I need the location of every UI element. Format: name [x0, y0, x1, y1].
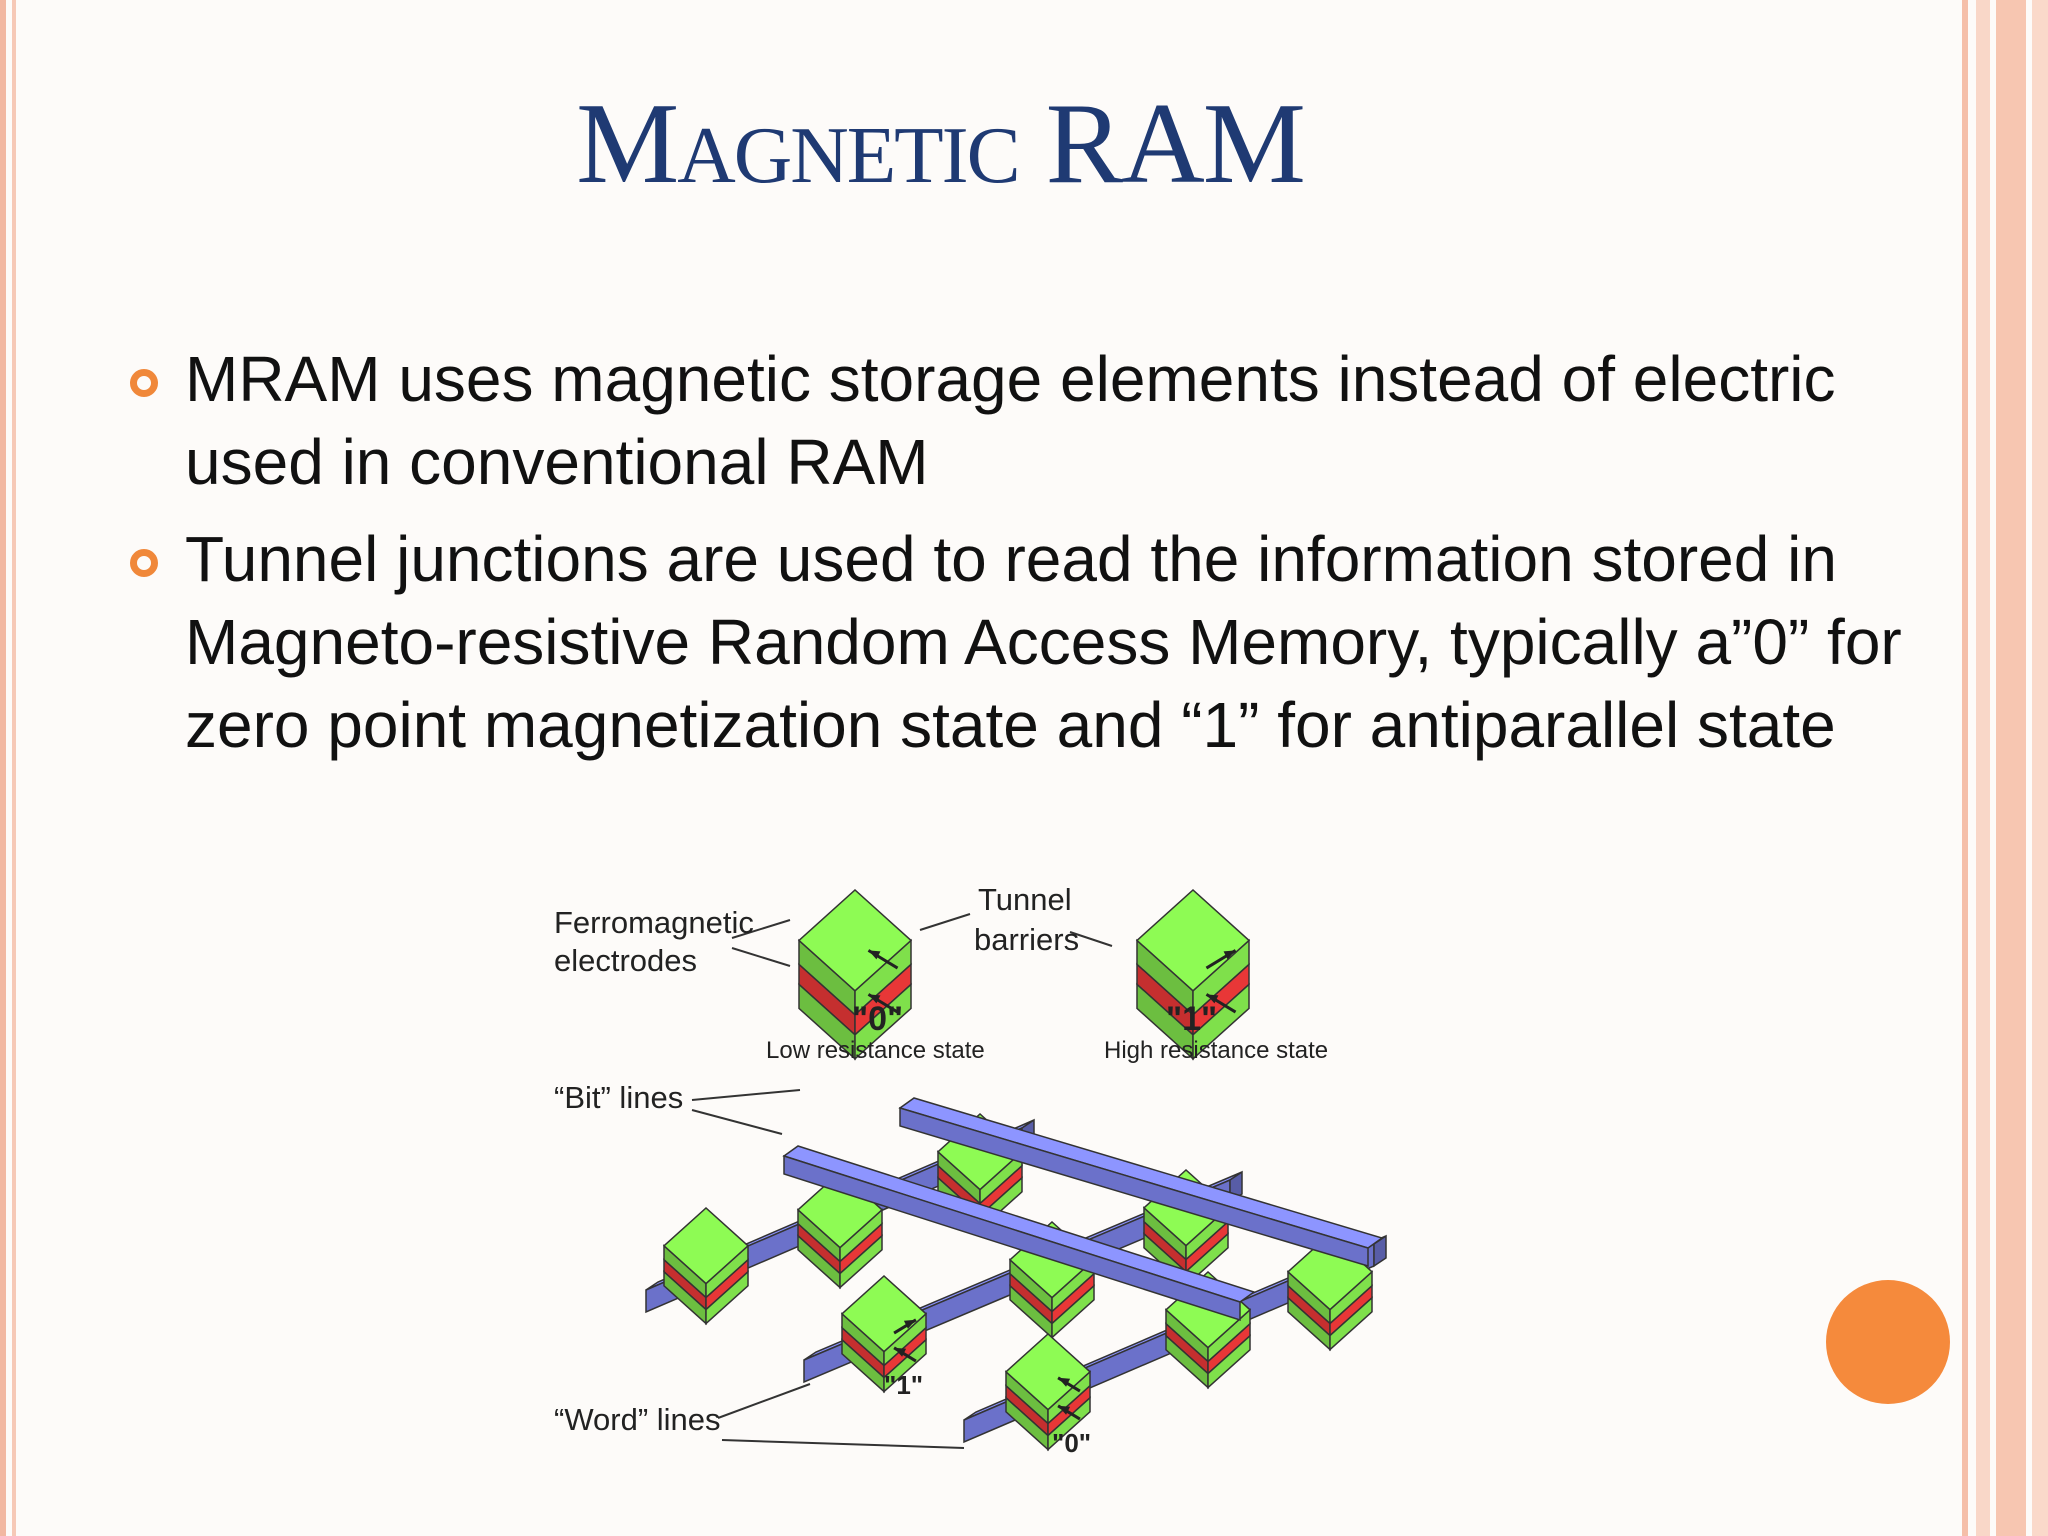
bullet-text: MRAM uses magnetic storage elements inst… [185, 343, 1836, 498]
bit-lines-label: “Bit” lines [554, 1080, 683, 1115]
frame-stripe-right-2 [1976, 0, 1990, 1536]
leader-line [717, 1383, 811, 1419]
memory-cell [1286, 1232, 1374, 1352]
leader-line [721, 1439, 965, 1449]
bit-line [898, 1097, 1384, 1268]
memory-cell [1004, 1332, 1092, 1452]
tunnel-label-line1: Tunnel [978, 882, 1072, 917]
leader-line [691, 1089, 801, 1101]
bullet-item: Tunnel junctions are used to read the in… [130, 518, 1910, 767]
cell-state-0 [797, 888, 913, 1061]
leader-line [691, 1109, 783, 1135]
state-1-label: "1" [1166, 1000, 1217, 1038]
slide-title: Magnetic RAM [576, 80, 1306, 208]
cell-state-1 [1135, 888, 1251, 1061]
leader-line [919, 913, 971, 931]
tunnel-label-line2: barriers [974, 922, 1079, 957]
frame-stripe-right-3 [1996, 0, 2026, 1536]
frame-stripe-right-1 [1962, 0, 1968, 1536]
state-1-desc: High resistance state [1104, 1037, 1328, 1064]
leader-line [731, 919, 791, 939]
memory-cell [840, 1274, 928, 1394]
bullet-ring-icon [130, 369, 158, 397]
ferromagnetic-label-line2: electrodes [554, 943, 697, 978]
bullet-text: Tunnel junctions are used to read the in… [185, 523, 1902, 761]
decorative-circle [1826, 1280, 1950, 1404]
bullet-item: MRAM uses magnetic storage elements inst… [130, 338, 1910, 504]
memory-cell [662, 1206, 750, 1326]
bullet-list: MRAM uses magnetic storage elements inst… [130, 338, 1910, 781]
ferromagnetic-label-line1: Ferromagnetic [554, 905, 754, 940]
grid-1-label: "1" [884, 1370, 923, 1400]
grid-0-label: "0" [1052, 1428, 1091, 1458]
leader-line [731, 947, 791, 967]
frame-stripe-right-4 [2032, 0, 2048, 1536]
bullet-ring-icon [130, 549, 158, 577]
frame-stripe-left-inner [12, 0, 16, 1536]
state-0-desc: Low resistance state [766, 1037, 985, 1064]
state-0-label: "0" [852, 1000, 903, 1038]
mram-diagram: Ferromagnetic electrodes Tunnel barriers… [554, 882, 1387, 1458]
frame-stripe-left-outer [0, 0, 6, 1536]
leader-line [1069, 931, 1113, 947]
bit-line [782, 1145, 1256, 1322]
word-lines-label: “Word” lines [554, 1402, 721, 1437]
